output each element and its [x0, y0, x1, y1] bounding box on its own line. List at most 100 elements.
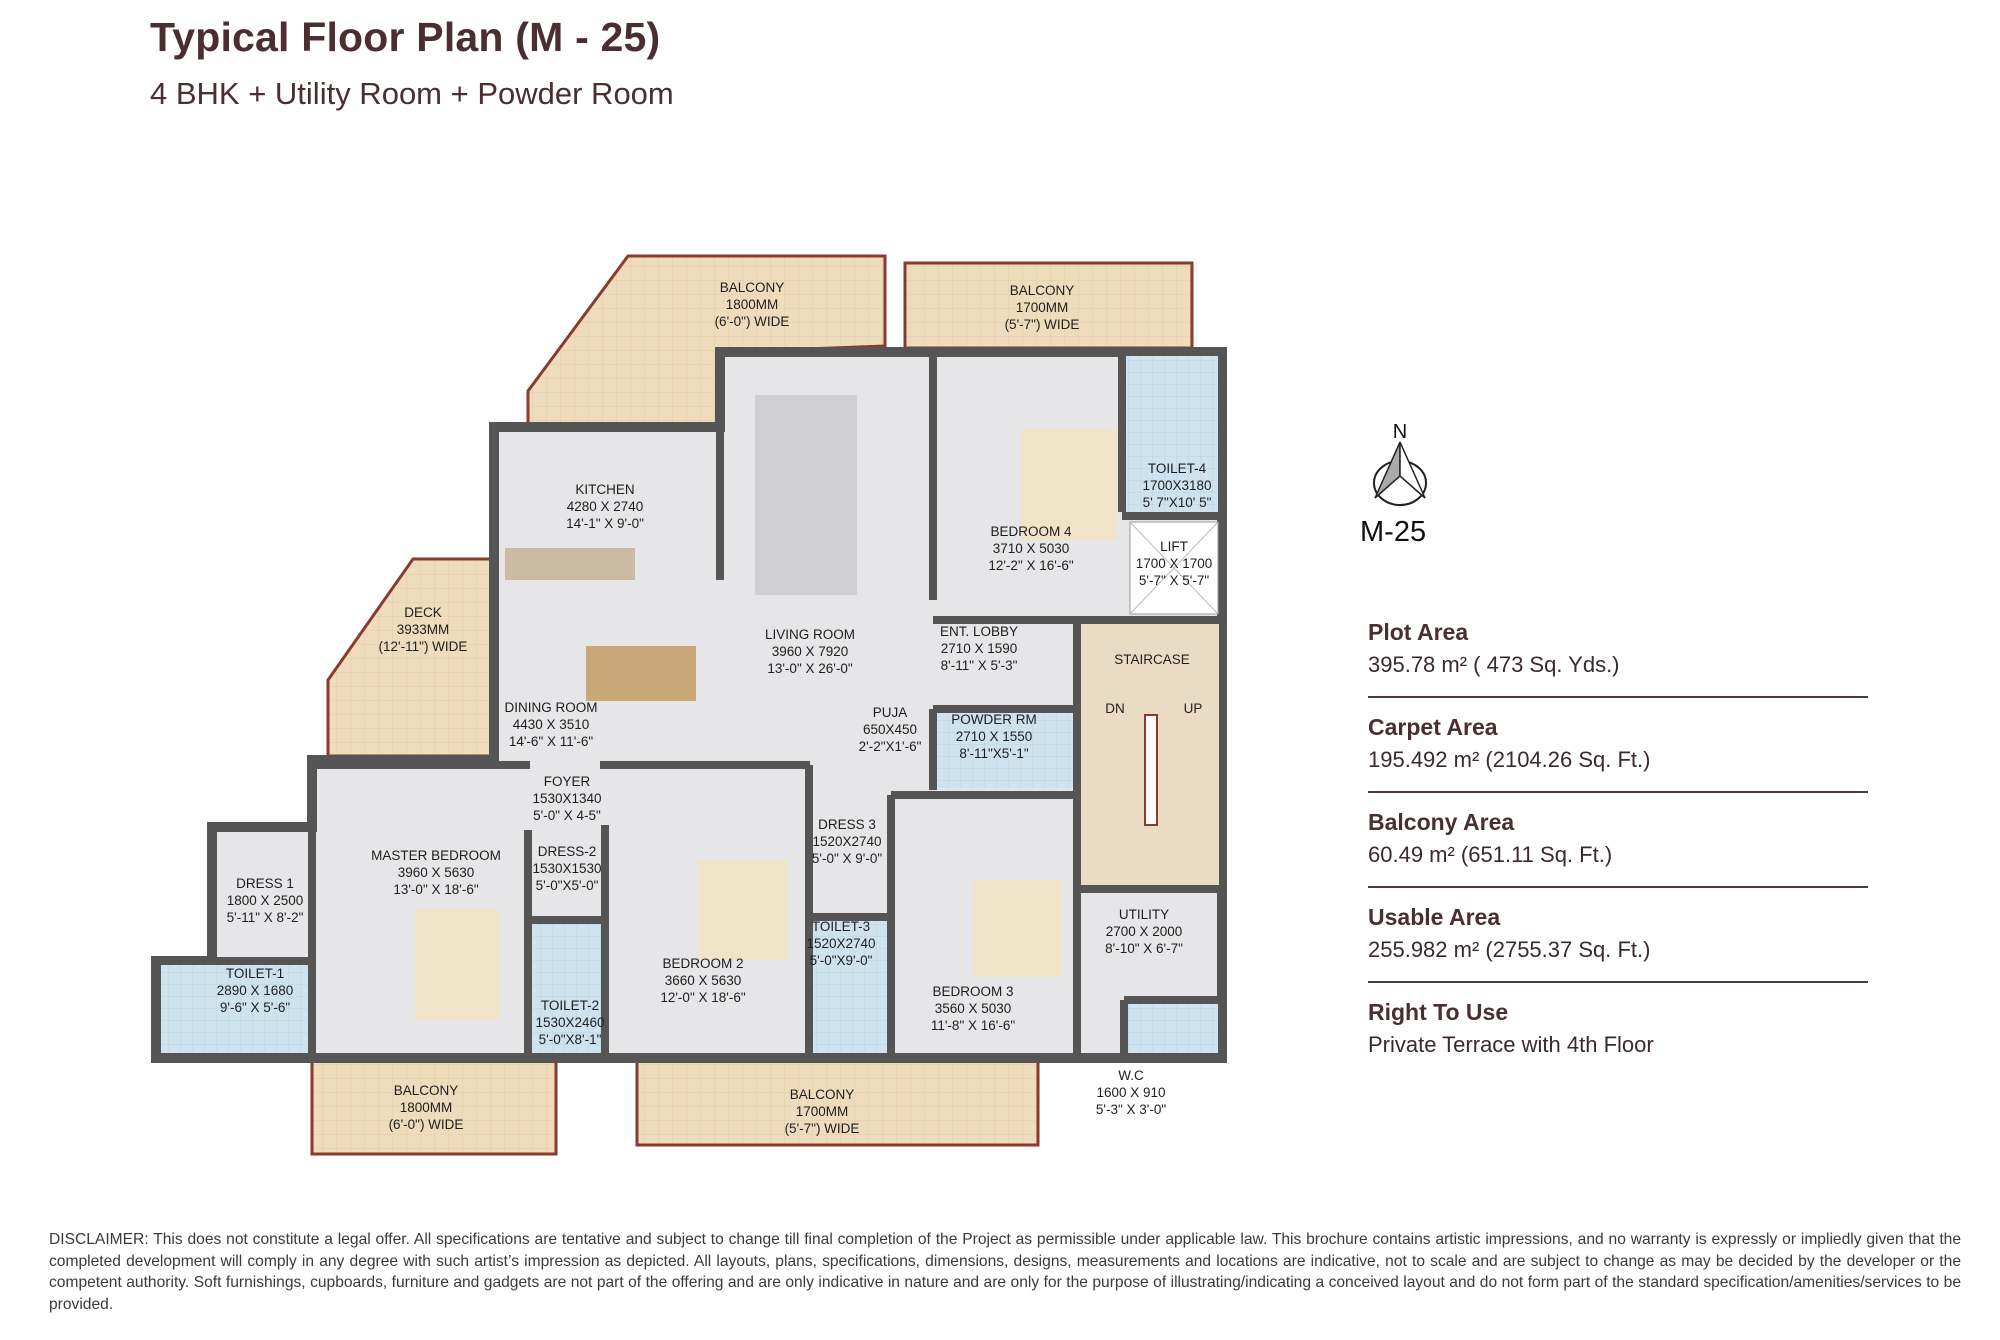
area-balcony: Balcony Area 60.49 m² (651.11 Sq. Ft.): [1368, 805, 1868, 888]
compass-north-label: N: [1393, 421, 1407, 443]
room-label-line: (6'-0") WIDE: [715, 314, 790, 329]
room-label-line: 5'-0"X5'-0": [536, 878, 599, 893]
room-label-line: DECK: [404, 605, 442, 620]
room-label-line: STAIRCASE: [1114, 652, 1190, 667]
area-value: Private Terrace with 4th Floor: [1368, 1032, 1654, 1057]
page-subtitle: 4 BHK + Utility Room + Powder Room: [150, 76, 674, 111]
north-compass-icon: N: [1373, 421, 1427, 506]
room-label-line: 8'-10" X 6'-7": [1105, 941, 1183, 956]
bed-4: [1022, 430, 1117, 540]
area-label: Carpet Area: [1368, 714, 1498, 740]
area-label: Balcony Area: [1368, 809, 1515, 835]
dining-table: [586, 646, 696, 701]
room-label-line: DRESS-2: [538, 844, 597, 859]
room-label-line: FOYER: [544, 774, 591, 789]
area-plot: Plot Area 395.78 m² ( 473 Sq. Yds.): [1368, 615, 1868, 698]
wc-floor: [1126, 1000, 1218, 1053]
area-value: 60.49 m² (651.11 Sq. Ft.): [1368, 842, 1613, 867]
area-value: 195.492 m² (2104.26 Sq. Ft.): [1368, 747, 1651, 772]
room-label-line: BALCONY: [1010, 283, 1075, 298]
interior-walls: [156, 352, 1222, 1058]
room-label-stair-dn: DN: [1105, 701, 1125, 716]
room-label-line: LIFT: [1160, 539, 1188, 554]
toilet-2-floor: [530, 920, 603, 1053]
room-label-line: 5' 7"X10' 5": [1143, 495, 1212, 510]
room-label-line: 5'-3" X 3'-0": [1096, 1102, 1166, 1117]
area-value: 255.982 m² (2755.37 Sq. Ft.): [1368, 937, 1651, 962]
room-label-line: W.C: [1118, 1068, 1144, 1083]
page-title: Typical Floor Plan (M - 25): [150, 14, 661, 60]
room-label-line: 5'-0"X8'-1": [539, 1032, 602, 1047]
room-label-line: DRESS 3: [818, 817, 876, 832]
room-label-line: 1800 X 2500: [227, 893, 304, 908]
area-value: 395.78 m² ( 473 Sq. Yds.): [1368, 652, 1620, 677]
room-label-line: 1530X1530: [532, 861, 601, 876]
room-label-line: 5'-0" X 9'-0": [812, 851, 882, 866]
room-label-line: 2890 X 1680: [217, 983, 294, 998]
room-label-line: MASTER BEDROOM: [371, 848, 501, 863]
area-carpet: Carpet Area 195.492 m² (2104.26 Sq. Ft.): [1368, 710, 1868, 793]
room-label-line: 12'-0" X 18'-6": [660, 990, 745, 1005]
room-label-line: 1530X1340: [532, 791, 601, 806]
room-label-line: POWDER RM: [951, 712, 1037, 727]
room-label-line: 5'-7" X 5'-7": [1139, 573, 1209, 588]
room-label-line: 14'-6" X 11'-6": [509, 734, 593, 749]
room-label-line: 1530X2460: [535, 1015, 604, 1030]
powder-room-floor: [933, 712, 1074, 788]
room-label-line: 14'-1" X 9'-0": [566, 516, 644, 531]
room-label-line: 1700MM: [796, 1104, 849, 1119]
room-label-line: BALCONY: [790, 1087, 855, 1102]
room-label-line: 8'-11" X 5'-3": [941, 658, 1018, 673]
disclaimer: DISCLAIMER: This does not constitute a l…: [49, 1231, 1961, 1313]
room-label-line: 2710 X 1590: [941, 641, 1018, 656]
room-label-line: 4430 X 3510: [513, 717, 590, 732]
room-label-line: LIVING ROOM: [765, 627, 855, 642]
room-label-line: 1800MM: [726, 297, 779, 312]
room-label-line: DINING ROOM: [505, 700, 598, 715]
bed-3: [973, 880, 1061, 977]
balcony-s: [635, 1059, 1040, 1147]
room-label-line: (6'-0") WIDE: [389, 1117, 464, 1132]
room-label-line: DN: [1105, 701, 1125, 716]
room-label-line: 3960 X 5630: [398, 865, 475, 880]
room-label-line: TOILET-3: [812, 919, 870, 934]
room-label-line: 1800MM: [400, 1100, 453, 1115]
room-label-line: 2'-2"X1'-6": [859, 739, 922, 754]
room-label-line: TOILET-4: [1148, 461, 1207, 476]
area-label: Plot Area: [1368, 619, 1469, 645]
room-label-line: BEDROOM 3: [932, 984, 1013, 999]
stair-well: [1144, 714, 1158, 826]
room-label-line: 3560 X 5030: [935, 1001, 1012, 1016]
room-label-line: 3933MM: [397, 622, 450, 637]
room-label-line: ENT. LOBBY: [940, 624, 1018, 639]
room-label-line: 9'-6" X 5'-6": [220, 1000, 290, 1015]
room-label-line: BALCONY: [720, 280, 785, 295]
room-label-line: 3960 X 7920: [772, 644, 849, 659]
area-summary: Plot Area 395.78 m² ( 473 Sq. Yds.) Carp…: [1368, 615, 1868, 1088]
area-label: Usable Area: [1368, 904, 1501, 930]
room-label-dress-2: DRESS-2 1530X1530 5'-0"X5'-0": [532, 844, 601, 893]
room-label-line: UP: [1184, 701, 1203, 716]
room-label-line: 650X450: [863, 722, 917, 737]
kitchen-counter: [505, 548, 635, 580]
balcony-sw: [310, 1059, 558, 1156]
